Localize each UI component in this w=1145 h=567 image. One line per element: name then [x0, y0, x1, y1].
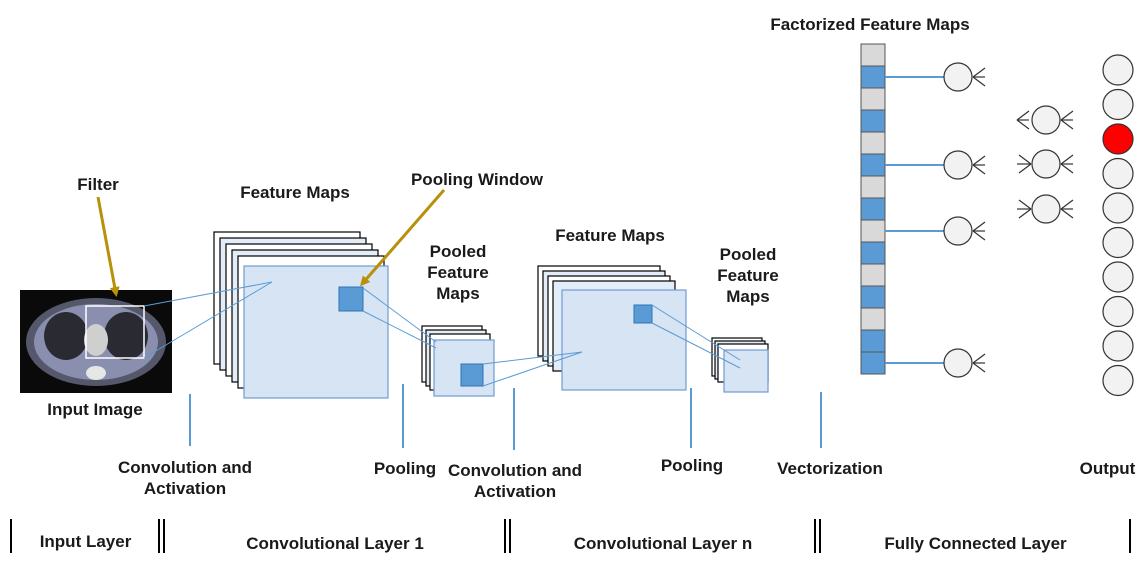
- output-arrows-icon: [1017, 154, 1032, 174]
- hidden-node: [943, 150, 973, 180]
- fully-connected-nodes: [885, 62, 1074, 378]
- factorized-vector: [860, 43, 886, 375]
- vector-cell: [860, 131, 886, 155]
- hidden-node: [943, 62, 973, 92]
- input-arrows-icon: [972, 155, 986, 175]
- vector-cell: [860, 329, 886, 353]
- pooling-window-label: Pooling Window: [410, 170, 544, 189]
- convolution-activation-label-2: Convolution and Activation: [447, 461, 583, 501]
- filter-arrow: [96, 196, 120, 297]
- conv2-connector-bottom: [482, 351, 583, 387]
- filter-connector-bottom: [143, 281, 273, 359]
- output-node-active: [1102, 123, 1134, 155]
- filter-label: Filter: [77, 175, 119, 194]
- pool2-connector-top: [651, 304, 741, 361]
- vector-cell: [860, 175, 886, 199]
- vector-cell: [860, 87, 886, 111]
- output-label: Output: [1079, 459, 1136, 478]
- feature-maps-label-1: Feature Maps: [240, 183, 350, 202]
- pooled-feature-maps-stack-2: [711, 337, 769, 393]
- input-arrows-icon: [972, 67, 986, 87]
- conv2-connector-top: [482, 351, 583, 365]
- vector-cell: [860, 351, 886, 375]
- hidden-node: [943, 216, 973, 246]
- hidden-node: [1031, 105, 1061, 135]
- input-arrows-icon: [1060, 154, 1074, 174]
- output-node: [1102, 226, 1134, 259]
- hidden-node: [943, 348, 973, 378]
- pooled-feature-maps-stack-1: [421, 325, 495, 397]
- feature-maps-stack-1: [213, 231, 389, 399]
- output-arrows-icon: [1017, 199, 1032, 219]
- output-node: [1102, 157, 1134, 190]
- layer-label-input: Input Layer: [39, 532, 132, 551]
- layer-separators: [10, 519, 1131, 553]
- input-arrows-icon: [972, 353, 986, 373]
- output-node: [1102, 364, 1134, 397]
- vectorization-label: Vectorization: [777, 459, 883, 478]
- layer-label-convolutional-n: Convolutional Layer n: [573, 534, 753, 553]
- hidden-node: [1031, 194, 1061, 224]
- feature-maps-stack-2: [537, 265, 687, 391]
- vector-cell: [860, 307, 886, 331]
- output-nodes: [1102, 54, 1134, 397]
- output-node: [1102, 330, 1134, 362]
- hidden-node: [1031, 149, 1061, 179]
- layer-label-fully-connected: Fully Connected Layer: [884, 534, 1067, 553]
- input-image-label: Input Image: [47, 400, 143, 419]
- pool2-connector-bottom: [651, 322, 741, 369]
- output-node: [1102, 54, 1134, 86]
- pooled-feature-maps-label-1: Pooled Feature Maps: [427, 242, 489, 303]
- input-arrows-icon: [1016, 110, 1030, 130]
- vector-cell: [860, 263, 886, 287]
- filter-connector-top: [143, 281, 273, 307]
- input-image: [20, 290, 172, 393]
- pool-connector-top: [362, 287, 437, 343]
- vector-cell: [860, 219, 886, 243]
- pooled-feature-maps-label-2: Pooled Feature Maps: [717, 245, 779, 306]
- vector-cell: [860, 285, 886, 309]
- vector-cell: [860, 153, 886, 177]
- pooling-label-2: Pooling: [660, 456, 724, 475]
- feature-maps-label-2: Feature Maps: [555, 226, 665, 245]
- layer-label-convolutional-1: Convolutional Layer 1: [246, 534, 424, 553]
- output-node: [1102, 261, 1134, 293]
- vector-cell: [860, 197, 886, 221]
- pooling-label-1: Pooling: [373, 459, 437, 478]
- vector-cell: [860, 109, 886, 133]
- vector-cell: [860, 43, 886, 67]
- convolution-activation-label-1: Convolution and Activation: [117, 458, 253, 498]
- input-arrows-icon: [1060, 110, 1074, 130]
- factorized-feature-maps-label: Factorized Feature Maps: [770, 15, 970, 34]
- vector-cell: [860, 241, 886, 265]
- output-node: [1102, 192, 1134, 224]
- output-node: [1102, 295, 1134, 328]
- input-arrows-icon: [972, 221, 986, 241]
- input-arrows-icon: [1060, 199, 1074, 219]
- vector-cell: [860, 65, 886, 89]
- output-node: [1102, 88, 1134, 121]
- pool-connector-bottom: [362, 310, 437, 349]
- pooling-window-arrow: [360, 189, 446, 287]
